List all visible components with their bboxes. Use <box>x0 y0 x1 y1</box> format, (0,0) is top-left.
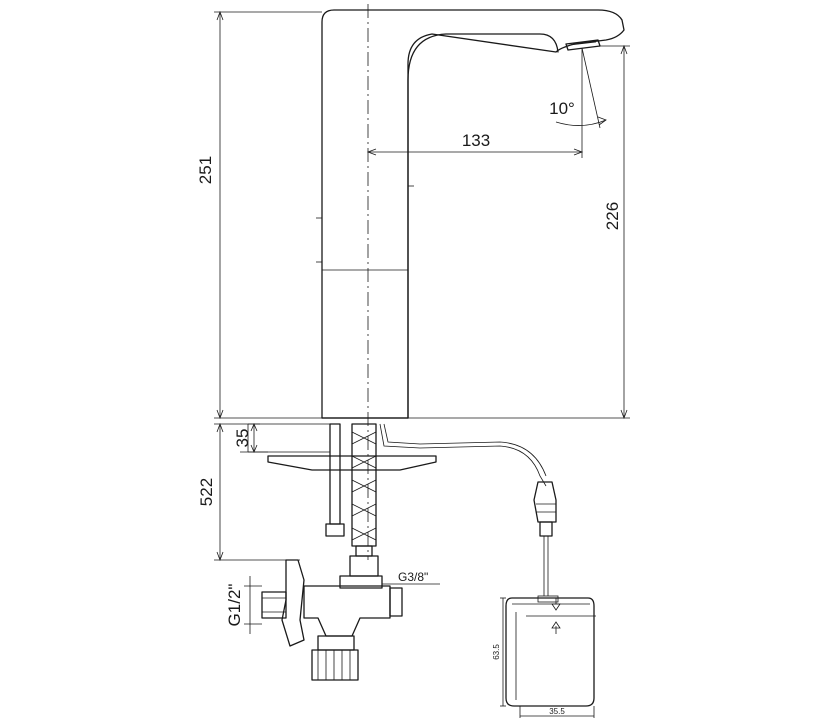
dim-deck-thickness: 35 <box>233 422 268 454</box>
control-box <box>505 595 596 707</box>
label-hose-thread: G3/8" <box>398 570 428 584</box>
label-under-deck: 522 <box>197 478 216 506</box>
dim-hose-thread: G3/8" <box>382 570 440 585</box>
dim-box-height: 63.5 <box>492 597 506 707</box>
dim-under-deck: 522 <box>197 422 300 562</box>
label-deck-thickness: 35 <box>233 429 252 448</box>
label-inlet-thread: G1/2" <box>225 584 244 627</box>
dim-spout-reach: 133 <box>366 131 584 156</box>
faucet-body <box>316 9 625 419</box>
under-deck-assembly <box>247 423 547 577</box>
label-spout-angle: 10° <box>549 99 575 118</box>
dim-spout-height: 226 <box>408 44 630 420</box>
angle-valve <box>261 559 403 681</box>
dim-inlet-thread: G1/2" <box>225 576 262 634</box>
label-box-width: 35.5 <box>549 707 565 716</box>
label-total-height: 251 <box>196 156 215 184</box>
dim-spout-angle: 10° <box>549 47 607 158</box>
label-spout-reach: 133 <box>462 131 490 150</box>
dim-total-height: 251 <box>196 10 322 420</box>
dim-box-width: 35.5 <box>519 706 595 718</box>
label-box-height: 63.5 <box>492 644 501 660</box>
label-spout-height: 226 <box>603 202 622 230</box>
sensor-cable <box>533 481 557 596</box>
